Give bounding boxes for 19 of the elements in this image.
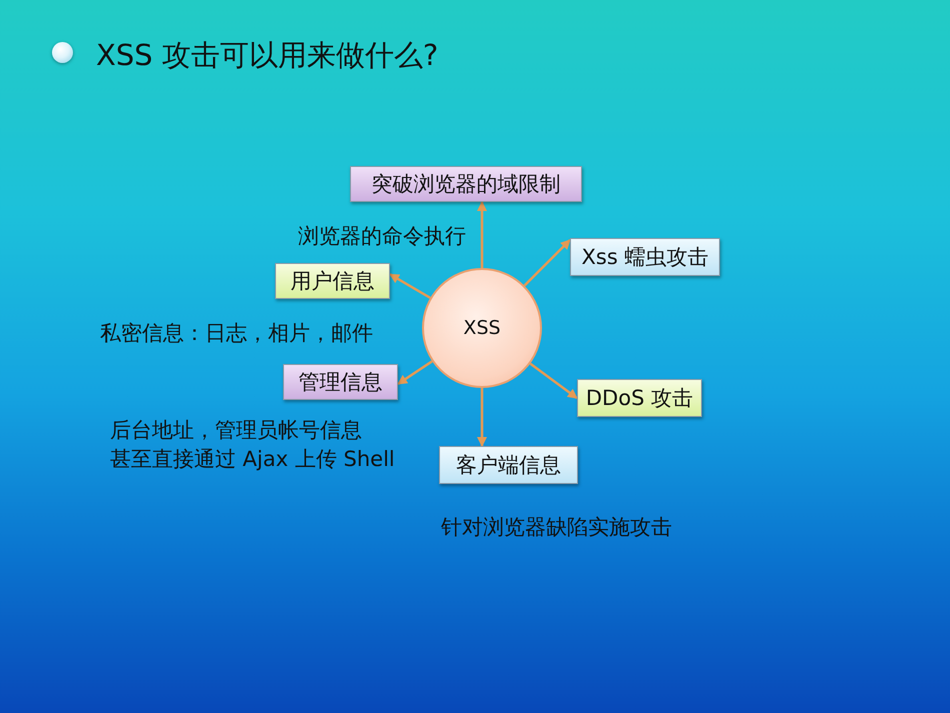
arrow [477, 388, 487, 447]
topic-box: 管理信息 [283, 364, 398, 400]
arrow [530, 362, 578, 400]
note-text: 甚至直接通过 Ajax 上传 Shell [110, 446, 395, 473]
topic-box: DDoS 攻击 [577, 379, 702, 417]
note-text: 后台地址，管理员帐号信息 [110, 417, 362, 444]
arrow [397, 360, 433, 386]
slide-title: XSS 攻击可以用来做什么? [96, 37, 438, 74]
topic-box: 突破浏览器的域限制 [350, 166, 582, 202]
topic-box: 客户端信息 [439, 446, 578, 484]
note-text: 针对浏览器缺陷实施攻击 [441, 514, 672, 541]
topic-circle: XSS [422, 268, 542, 388]
note-text: 浏览器的命令执行 [297, 223, 466, 250]
arrow [477, 201, 487, 268]
topic-box: Xss 蠕虫攻击 [570, 238, 720, 276]
topic-box: 用户信息 [275, 263, 390, 299]
note-text: 私密信息：日志，相片，邮件 [100, 320, 373, 347]
arrow [524, 239, 571, 286]
arrow [389, 273, 431, 299]
